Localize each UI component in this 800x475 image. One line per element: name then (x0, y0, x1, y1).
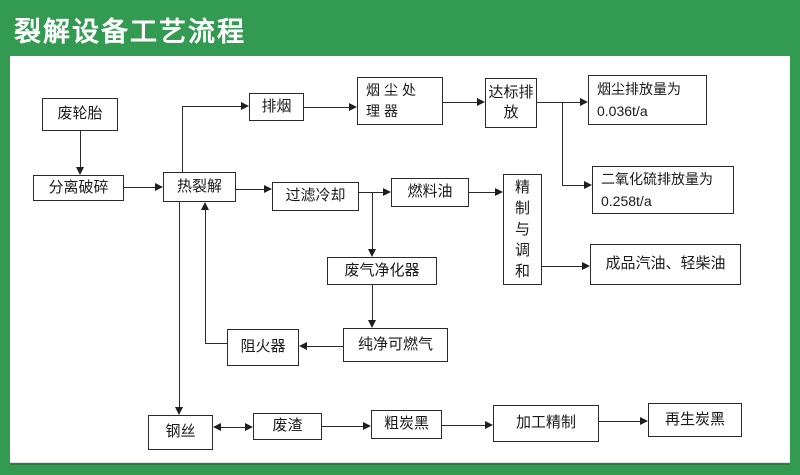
node-label-line2: 0.036t/a (597, 103, 648, 119)
arrowhead-left (213, 423, 221, 431)
arrowhead-right (363, 422, 371, 430)
edge-pyrolysis-smokeexhaust-vert (182, 106, 183, 172)
arrowhead-right (640, 417, 648, 425)
node-fuel-oil: 燃料油 (391, 178, 469, 207)
edge-flamearrester-pyrolysis-horiz (205, 343, 227, 344)
node-processing-refine: 加工精制 (493, 405, 599, 442)
node-label: 热裂解 (176, 177, 222, 195)
arrowhead-right (245, 423, 253, 431)
edge-separatecrush-pyrolysis (124, 187, 155, 188)
edge-pyrolysis-filtercooling (236, 189, 264, 190)
arrowhead-right (584, 181, 592, 189)
arrowhead-right (582, 262, 590, 270)
node-pure-gas: 纯净可燃气 (343, 328, 448, 362)
node-label: 废气净化器 (344, 261, 420, 279)
node-label: 钢丝 (165, 423, 196, 441)
node-label: 达标排放 (488, 83, 534, 121)
arrowhead-right (383, 188, 391, 196)
arrowhead-left (299, 342, 307, 350)
node-standard-discharge: 达标排放 (485, 78, 537, 128)
node-label: 纯净可燃气 (357, 335, 433, 353)
edge-processing-regencb (599, 421, 640, 422)
node-gas-purifier: 废气净化器 (327, 257, 437, 285)
node-crude-carbon-black: 粗炭黑 (371, 410, 442, 439)
node-label: 加工精制 (515, 414, 576, 432)
edge-standarddischarge-dustemission (537, 102, 580, 103)
node-finished-oil: 成品汽油、轻柴油 (590, 244, 741, 285)
edge-refineblend-finishedoil (542, 266, 582, 267)
arrowhead-down (76, 167, 84, 175)
node-label: 废轮胎 (57, 105, 103, 123)
edge-flamearrester-pyrolysis-vert (205, 210, 206, 343)
node-dust-emission: 烟尘排放量为 0.036t/a (588, 75, 707, 125)
edge-steelwire-wasteresidue (221, 427, 245, 428)
arrowhead-right (155, 183, 163, 191)
node-label: 分离破碎 (48, 178, 109, 196)
node-regen-carbon-black: 再生炭黑 (648, 403, 742, 437)
arrowhead-up (201, 202, 209, 210)
edge-filtercooling-fueloil (359, 192, 383, 193)
arrowhead-right (485, 421, 493, 429)
node-label: 成品汽油、轻柴油 (605, 255, 726, 273)
edge-smokeexhaust-dustprocessor (304, 107, 349, 108)
node-refine-blend: 精制与调和 (503, 174, 542, 285)
edge-fueloil-refineblend (469, 192, 495, 193)
node-label: 精制与调和 (514, 179, 530, 280)
node-label: 再生炭黑 (664, 410, 725, 428)
edge-branch-so2-horiz (562, 185, 584, 186)
page-title: 裂解设备工艺流程 (14, 17, 246, 47)
edge-junction-gaspurifier (372, 192, 373, 249)
arrowhead-down (368, 320, 376, 328)
edge-puregas-flamearrester (307, 346, 343, 347)
node-steel-wire: 钢丝 (148, 415, 213, 450)
node-label: 排烟 (261, 97, 292, 115)
node-so2-emission: 二氧化硫排放量为 0.258t/a (592, 166, 734, 214)
edge-branch-so2-vert (562, 102, 563, 185)
arrowhead-down (368, 249, 376, 257)
arrowhead-right (241, 102, 249, 110)
arrowhead-right (580, 98, 588, 106)
flowchart-canvas: 废轮胎 分离破碎 热裂解 排烟 烟尘处理器 达标排放 烟尘排放量为 0.036t… (10, 56, 790, 463)
node-label: 阻火器 (240, 338, 286, 356)
edge-dustprocessor-standarddischarge (443, 102, 477, 103)
edge-pyrolysis-steelwire (179, 202, 180, 407)
node-label: 废渣 (272, 417, 303, 435)
node-label: 过滤冷却 (285, 187, 346, 205)
node-pyrolysis: 热裂解 (163, 172, 236, 202)
arrowhead-down (175, 407, 183, 415)
arrowhead-right (495, 188, 503, 196)
arrowhead-right (349, 103, 357, 111)
node-label-line1: 烟尘排放量为 (597, 80, 681, 97)
node-label: 烟尘处理器 (366, 82, 420, 119)
node-dust-processor: 烟尘处理器 (357, 77, 443, 125)
node-label-line1: 二氧化硫排放量为 (601, 170, 713, 187)
node-waste-residue: 废渣 (253, 413, 322, 440)
node-separate-crush: 分离破碎 (33, 175, 124, 201)
arrowhead-right (264, 185, 272, 193)
edge-crudecb-processing (442, 425, 485, 426)
node-filter-cooling: 过滤冷却 (272, 182, 359, 211)
edge-wasteresidue-crudecb (322, 426, 363, 427)
node-smoke-exhaust: 排烟 (249, 93, 304, 121)
node-label-line2: 0.258t/a (601, 193, 652, 209)
arrowhead-right (477, 98, 485, 106)
node-label: 粗炭黑 (383, 415, 429, 433)
node-flame-arrester: 阻火器 (227, 329, 299, 366)
edge-gaspurifier-puregas (372, 285, 373, 320)
node-label: 燃料油 (407, 183, 453, 201)
edge-pyrolysis-smokeexhaust-horiz (182, 106, 241, 107)
edge-wastetire-separatecrush (80, 131, 81, 167)
node-waste-tire: 废轮胎 (42, 98, 118, 131)
